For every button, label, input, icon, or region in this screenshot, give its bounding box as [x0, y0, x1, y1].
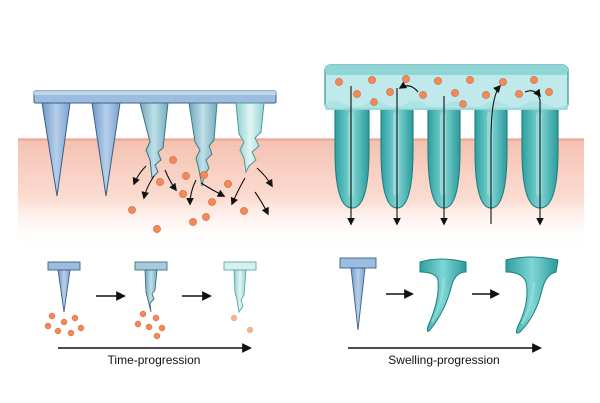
- swelling-progression-sequence: Swelling-progression: [339, 256, 559, 367]
- time-progression-sequence: Time-progression: [44, 261, 257, 367]
- time-progression-label: Time-progression: [108, 353, 201, 367]
- swelling-stage-3-icon: [505, 256, 559, 334]
- dissolving-microneedle-array-icon: [33, 90, 277, 197]
- swelling-progression-label: Swelling-progression: [388, 353, 499, 367]
- swelling-stage-1-icon: [339, 257, 377, 331]
- drug-particles: [128, 156, 248, 233]
- swelling-microneedle-array-icon: [324, 64, 569, 209]
- dissolving-stage-3-icon: [223, 261, 257, 334]
- release-arrows: [132, 165, 273, 216]
- swelling-stage-2-icon: [419, 258, 467, 332]
- dissolving-stage-1-icon: [44, 261, 85, 337]
- reservoir-drug-particles: [335, 75, 553, 108]
- diffusion-arrows: [347, 81, 544, 226]
- dissolving-stage-2-icon: [134, 261, 168, 340]
